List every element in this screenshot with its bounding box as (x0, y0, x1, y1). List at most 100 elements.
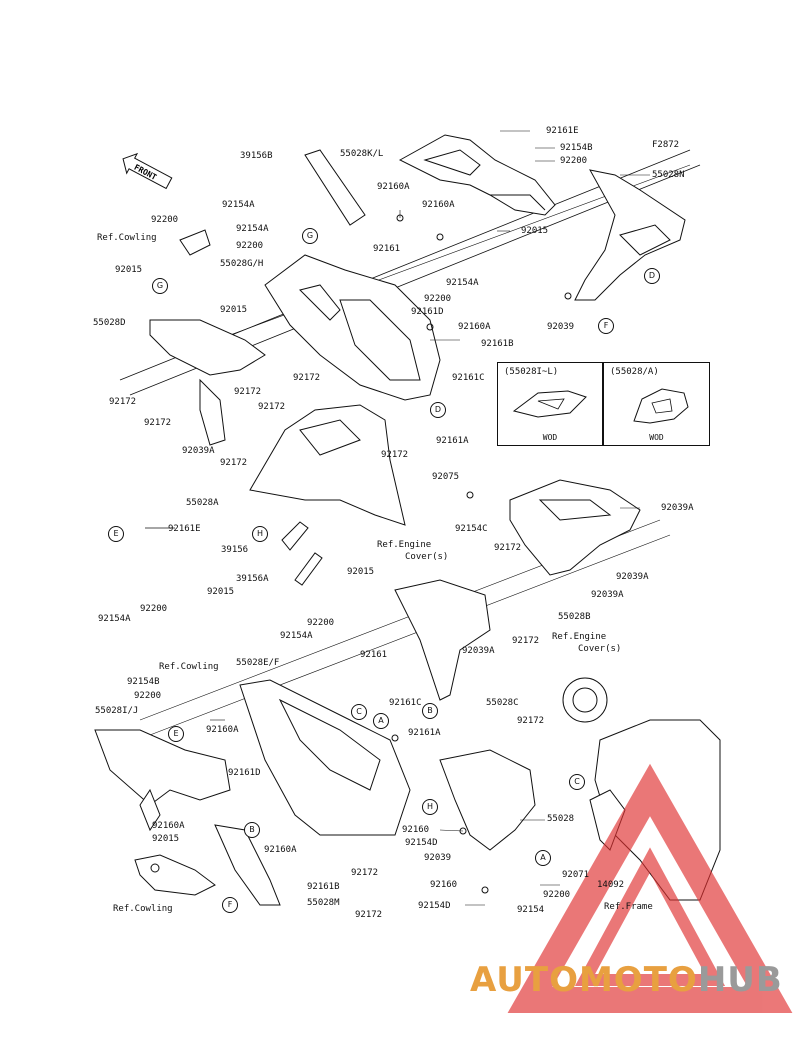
ref-marker-h[interactable]: H (252, 526, 268, 542)
part-label[interactable]: 92039 (424, 853, 452, 863)
ref-cowling-label[interactable]: Ref.Cowling (113, 904, 173, 914)
part-label[interactable]: 55028D (93, 318, 126, 328)
part-label[interactable]: 92154B (127, 677, 160, 687)
part-label[interactable]: 92161B (481, 339, 514, 349)
part-label[interactable]: 92039A (182, 446, 215, 456)
part-label[interactable]: 55028G/H (220, 259, 264, 269)
part-label[interactable]: 92172 (144, 418, 172, 428)
part-label[interactable]: 92154A (280, 631, 313, 641)
part-label[interactable]: 92172 (381, 450, 409, 460)
ref-marker-d[interactable]: D (644, 268, 660, 284)
part-label[interactable]: 39156 (221, 545, 249, 555)
part-label[interactable]: 92172 (293, 373, 321, 383)
part-label[interactable]: 92039A (462, 646, 495, 656)
ref-marker-b[interactable]: B (422, 703, 438, 719)
part-label[interactable]: 92200 (134, 691, 162, 701)
ref-marker-a[interactable]: A (373, 713, 389, 729)
ref-marker-a[interactable]: A (535, 850, 551, 866)
part-label[interactable]: 92039A (616, 572, 649, 582)
part-label[interactable]: 55028 (547, 814, 575, 824)
ref-marker-g[interactable]: G (152, 278, 168, 294)
part-label[interactable]: 92172 (234, 387, 262, 397)
ref-marker-h[interactable]: H (422, 799, 438, 815)
ref-engine-label[interactable]: Cover(s) (405, 552, 449, 562)
part-label[interactable]: 92172 (512, 636, 540, 646)
part-label[interactable]: 92172 (220, 458, 248, 468)
part-label[interactable]: 92015 (347, 567, 375, 577)
part-label[interactable]: 92154A (98, 614, 131, 624)
part-label[interactable]: 92154C (455, 524, 488, 534)
part-label[interactable]: 92200 (151, 215, 179, 225)
part-label[interactable]: 92154A (222, 200, 255, 210)
part-label[interactable]: 39156B (240, 151, 273, 161)
part-label[interactable]: 92200 (140, 604, 168, 614)
part-label[interactable]: 55028M (307, 898, 340, 908)
ref-cowling-label[interactable]: Ref.Cowling (97, 233, 157, 243)
part-label[interactable]: 92015 (207, 587, 235, 597)
part-label[interactable]: 92160A (458, 322, 491, 332)
part-label[interactable]: 92154B (560, 143, 593, 153)
part-label[interactable]: 55028B (558, 612, 591, 622)
part-label[interactable]: 92160A (264, 845, 297, 855)
part-label[interactable]: 92161C (389, 698, 422, 708)
ref-marker-e[interactable]: E (108, 526, 124, 542)
part-label[interactable]: 92154D (418, 901, 451, 911)
part-label[interactable]: 92160 (430, 880, 458, 890)
part-label[interactable]: 92161A (408, 728, 441, 738)
part-label[interactable]: 92161 (373, 244, 401, 254)
part-label[interactable]: 92172 (517, 716, 545, 726)
part-label[interactable]: 92015 (152, 834, 180, 844)
part-label[interactable]: 92160A (152, 821, 185, 831)
part-label[interactable]: 92154D (405, 838, 438, 848)
part-label[interactable]: 55028K/L (340, 149, 384, 159)
part-label[interactable]: 92154A (236, 224, 269, 234)
part-label[interactable]: 92161C (452, 373, 485, 383)
part-label[interactable]: 92160A (377, 182, 410, 192)
part-label[interactable]: 92172 (355, 910, 383, 920)
part-label[interactable]: 92154 (517, 905, 545, 915)
part-label[interactable]: 92039A (591, 590, 624, 600)
part-label[interactable]: 92172 (258, 402, 286, 412)
part-label[interactable]: 92161 (360, 650, 388, 660)
ref-marker-f[interactable]: F (598, 318, 614, 334)
part-label[interactable]: 92015 (521, 226, 549, 236)
part-label[interactable]: 92161D (228, 768, 261, 778)
ref-cowling-label[interactable]: Ref.Cowling (159, 662, 219, 672)
part-label[interactable]: 92039 (547, 322, 575, 332)
part-label[interactable]: 92161D (411, 307, 444, 317)
ref-marker-f[interactable]: F (222, 897, 238, 913)
part-label[interactable]: 92172 (351, 868, 379, 878)
part-label[interactable]: 92200 (424, 294, 452, 304)
part-label[interactable]: 55028N (652, 170, 685, 180)
part-label[interactable]: 92161B (307, 882, 340, 892)
part-label[interactable]: 92200 (307, 618, 335, 628)
ref-engine-label[interactable]: Ref.Engine (552, 632, 607, 642)
ref-frame-label[interactable]: Ref.Frame (604, 902, 653, 912)
part-label[interactable]: 92154A (446, 278, 479, 288)
part-label[interactable]: 92015 (220, 305, 248, 315)
ref-marker-e[interactable]: E (168, 726, 184, 742)
ref-marker-d[interactable]: D (430, 402, 446, 418)
ref-engine-label[interactable]: Cover(s) (578, 644, 622, 654)
part-label[interactable]: 14092 (597, 880, 625, 890)
part-label[interactable]: 92160A (206, 725, 239, 735)
ref-engine-label[interactable]: Ref.Engine (377, 540, 432, 550)
part-label[interactable]: 92160A (422, 200, 455, 210)
part-label[interactable]: 92172 (494, 543, 522, 553)
ref-marker-b[interactable]: B (244, 822, 260, 838)
part-label[interactable]: 92039A (661, 503, 694, 513)
part-label[interactable]: 92200 (236, 241, 264, 251)
ref-marker-g[interactable]: G (302, 228, 318, 244)
part-label[interactable]: 55028E/F (236, 658, 280, 668)
part-label[interactable]: 92015 (115, 265, 143, 275)
part-label[interactable]: 92200 (560, 156, 588, 166)
part-label[interactable]: 92071 (562, 870, 590, 880)
part-label[interactable]: 92075 (432, 472, 460, 482)
part-label[interactable]: 39156A (236, 574, 269, 584)
part-label[interactable]: 92161E (168, 524, 201, 534)
part-label[interactable]: 92160 (402, 825, 430, 835)
part-label[interactable]: 55028I/J (95, 706, 139, 716)
part-label[interactable]: 92172 (109, 397, 137, 407)
part-label[interactable]: 55028C (486, 698, 519, 708)
ref-marker-c[interactable]: C (351, 704, 367, 720)
